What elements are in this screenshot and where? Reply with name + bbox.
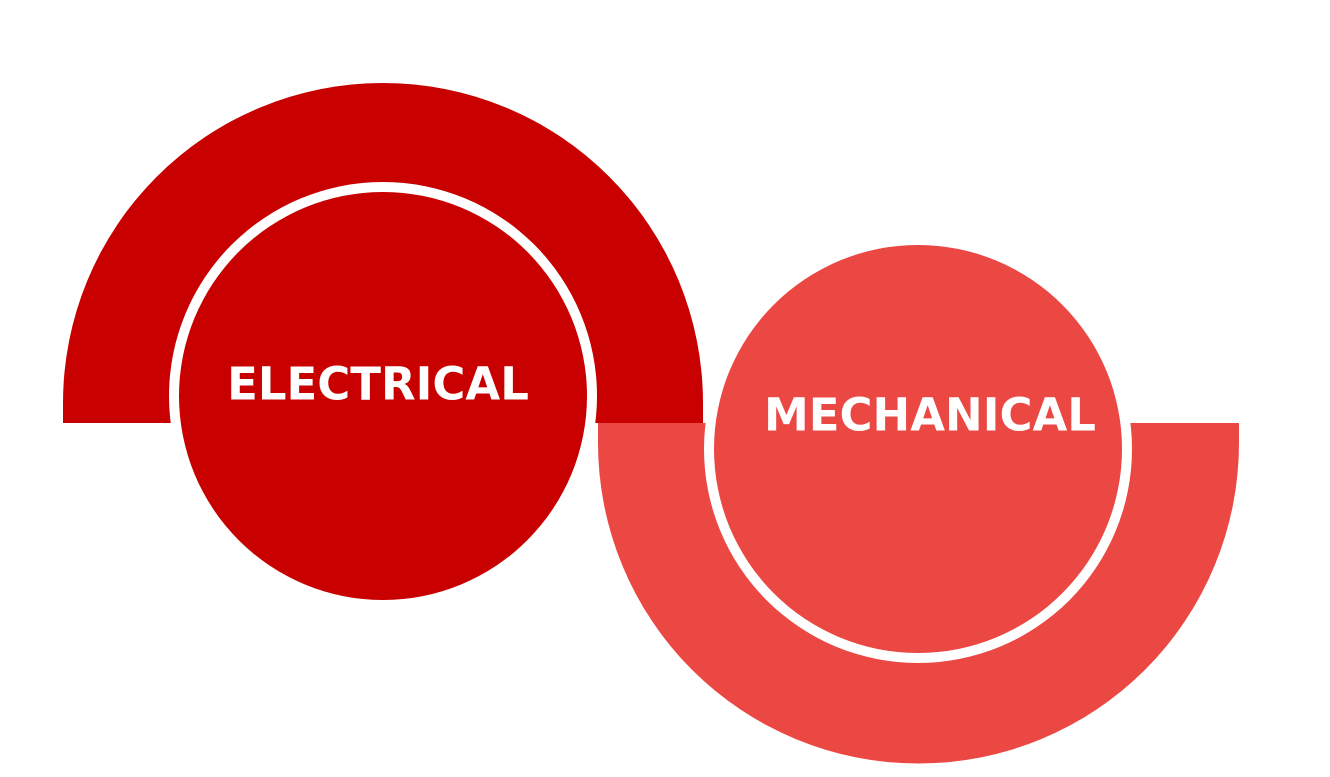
mechanical-circle <box>714 245 1122 653</box>
electrical-circle <box>179 192 587 600</box>
electrical-label: ELECTRICAL <box>227 357 529 411</box>
mechanical-label: MECHANICAL <box>764 388 1096 442</box>
